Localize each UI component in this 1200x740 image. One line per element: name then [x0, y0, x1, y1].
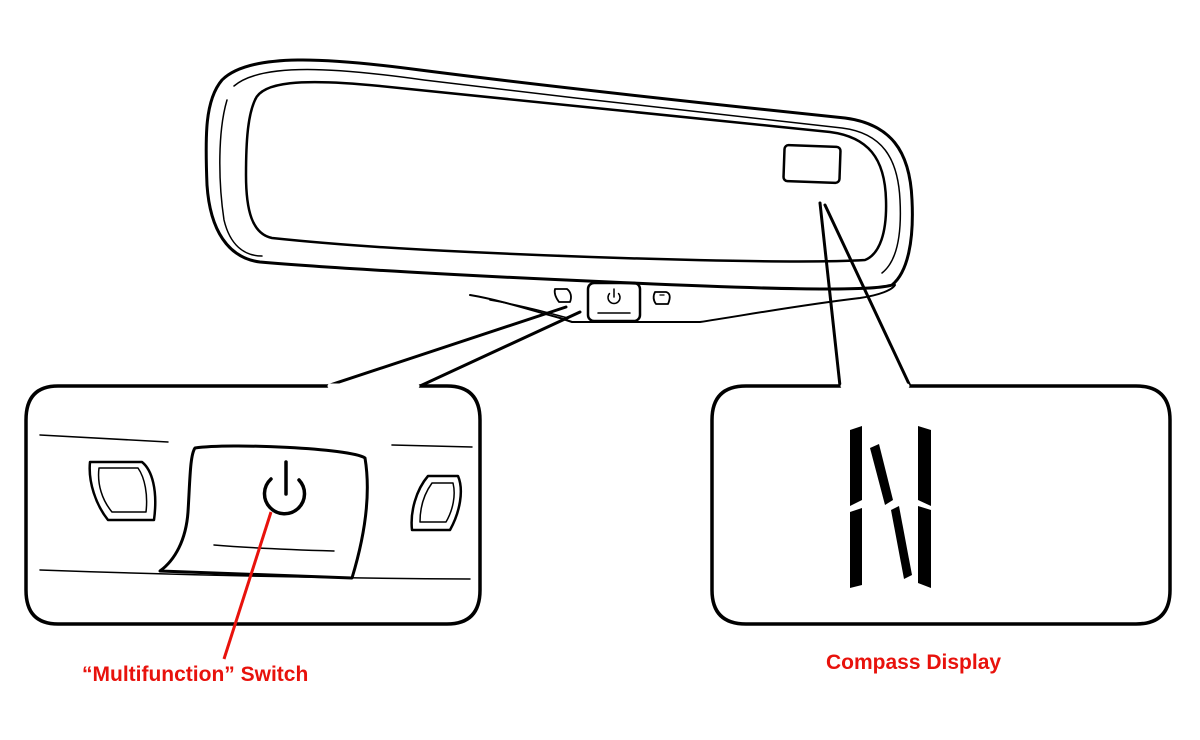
- switch-callout-box: [24, 384, 482, 626]
- compass-window: [782, 143, 842, 185]
- compass-display-label: Compass Display: [826, 651, 1002, 674]
- switch-callout: [24, 305, 582, 626]
- right-button-icon[interactable]: [652, 291, 671, 305]
- enlarged-left-button[interactable]: [88, 460, 157, 522]
- enlarged-right-button[interactable]: [410, 474, 462, 532]
- switch-power-icon: [262, 460, 307, 516]
- compass-callout-box: [710, 384, 1172, 626]
- multifunction-switch-label: “Multifunction” Switch: [82, 663, 309, 686]
- mirror-power-button[interactable]: [586, 281, 642, 323]
- compass-callout: [710, 201, 1172, 626]
- power-icon: [607, 288, 621, 305]
- left-button-icon[interactable]: [553, 288, 572, 303]
- enlarged-power-button[interactable]: [158, 444, 369, 580]
- switch-leader-line: [222, 511, 273, 660]
- rearview-mirror: [204, 58, 914, 323]
- compass-heading-glyph: [850, 426, 931, 588]
- mirror-housing: [204, 58, 914, 291]
- mirror-glass: [244, 80, 888, 263]
